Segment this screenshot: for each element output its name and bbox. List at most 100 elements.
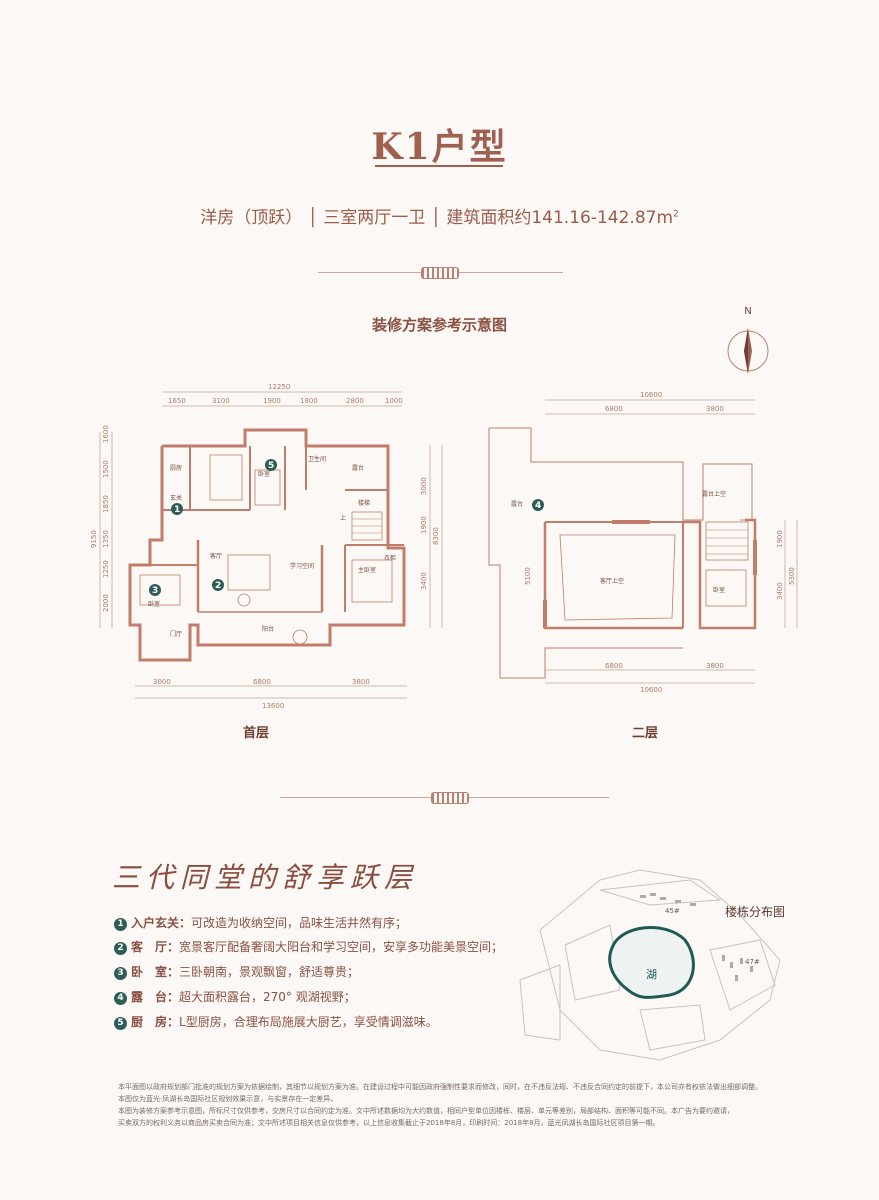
dim-top-2: 3800 <box>706 405 724 413</box>
compass-icon: N <box>724 306 772 376</box>
svg-text:3: 3 <box>152 586 158 596</box>
second-floor-dim-labels: 10600 6800 3800 6800 3800 10600 5100 190… <box>524 391 796 694</box>
plan-marker-5: 5 <box>265 459 277 471</box>
dim-left-total: 9150 <box>90 530 98 548</box>
room-label: 露台 <box>511 500 523 508</box>
svg-text:4: 4 <box>535 501 541 511</box>
dim-right-total: 5300 <box>788 567 796 585</box>
spec-area-unit: 2 <box>673 209 679 220</box>
feature-item: 2 客 厅：宽景客厅配备奢阔大阳台和学习空间，安享多功能美景空间； <box>114 938 503 955</box>
dim-bottom-2: 3800 <box>706 662 724 670</box>
room-label: 露台上空 <box>702 490 726 498</box>
feature-text: 三卧朝南，景观飘窗，舒适尊贵； <box>179 965 360 979</box>
feature-text: 宽景客厅配备奢阔大阳台和学习空间，安享多功能美景空间； <box>179 940 504 954</box>
floor-label-second: 二层 <box>632 726 659 741</box>
dim-top-2: 3100 <box>212 397 230 405</box>
room-label: 卧室 <box>148 600 160 608</box>
unit-spec: 洋房（顶跃） │ 三室两厅一卫 │ 建筑面积约141.16-142.87m2 <box>0 203 879 228</box>
room-label: 学习空间 <box>290 562 314 570</box>
map-building-label: 47# <box>745 958 760 966</box>
dim-right-2: 1900 <box>420 516 428 534</box>
feature-text: L型厨房，合理布局施展大厨艺，享受情调滋味。 <box>179 1015 438 1029</box>
disclaimer: 本平面图以政府规划部门批准的规划方案为依据绘制，其细节以规划方案为准。在建设过程… <box>118 1081 788 1129</box>
dim-bottom-total: 13600 <box>262 702 284 710</box>
dim-left-4: 1350 <box>102 530 110 548</box>
room-label: 卧室 <box>258 470 270 478</box>
dim-top-1: 1650 <box>168 397 186 405</box>
second-floor-plan <box>488 399 798 684</box>
first-floor-dim-labels: 12250 1650 3100 1900 1800 2800 1000 3000… <box>90 383 440 710</box>
dim-left-5: 1250 <box>102 560 110 578</box>
map-building-label: 45# <box>665 907 680 915</box>
compass-north-label: N <box>744 306 752 317</box>
room-label: 客厅 <box>210 552 222 560</box>
feature-number: 2 <box>114 942 127 955</box>
dim-top-4: 1800 <box>300 397 318 405</box>
ornament-divider <box>421 267 459 279</box>
divider-line <box>280 797 432 798</box>
dim-bottom-3: 3800 <box>352 678 370 686</box>
dim-right-total: 8300 <box>432 527 440 545</box>
floor-label-first: 首层 <box>243 726 270 741</box>
ornament-divider <box>431 792 469 804</box>
feature-text: 可改造为收纳空间，品味生活井然有序； <box>191 916 408 930</box>
feature-number: 1 <box>114 918 127 931</box>
room-label: 衣柜 <box>384 554 396 562</box>
dim-top-1: 6800 <box>605 405 623 413</box>
disclaimer-line: 本图为装修方案参考示意图，所标尺寸仅供参考，交房尺寸以合同约定为准。文中所述数据… <box>118 1107 734 1115</box>
room-label: 上 <box>340 514 346 522</box>
dim-left-3: 1850 <box>102 495 110 513</box>
slogan-heading: 三代同堂的舒享跃层 <box>112 861 419 894</box>
plan-caption: 装修方案参考示意图 <box>371 316 507 334</box>
dim-right-3: 3400 <box>420 572 428 590</box>
dim-right-1: 1900 <box>776 530 784 548</box>
room-label: 卫生间 <box>308 455 326 463</box>
feature-number: 5 <box>114 1017 127 1030</box>
feature-text: 超大面积露台，270° 观湖视野； <box>179 990 356 1004</box>
disclaimer-line: 买卖双方的权利义务以商品房买卖合同为准；文中所述项目相关信息仅供参考，以上信息收… <box>118 1119 660 1127</box>
room-label: 楼梯 <box>358 499 370 507</box>
disclaimer-line: 本图仅为蓝光·凤湖长岛国际社区规划效果示意，与实景存在一定差异。 <box>118 1095 338 1103</box>
svg-text:2: 2 <box>215 581 221 591</box>
dim-left-1: 1600 <box>102 425 110 443</box>
room-label: 门厅 <box>170 630 182 638</box>
room-label: 主卧室 <box>358 566 376 574</box>
dim-top-5: 2800 <box>346 397 364 405</box>
title-underline <box>375 165 503 167</box>
dim-left-1: 5100 <box>524 567 532 585</box>
plan-marker-1: 1 <box>171 503 183 515</box>
plan-marker-4: 4 <box>532 499 544 511</box>
page-title: K1户型 <box>371 126 508 168</box>
spec-divider: │ <box>425 208 447 228</box>
dim-bottom-total: 10600 <box>640 686 662 694</box>
dim-bottom-1: 6800 <box>605 662 623 670</box>
spec-type: 洋房（顶跃） <box>200 208 303 228</box>
spec-rooms: 三室两厅一卫 <box>323 208 426 228</box>
feature-key: 客 厅： <box>131 940 180 954</box>
dim-top-6: 1000 <box>385 397 403 405</box>
feature-number: 3 <box>114 967 127 980</box>
dim-right-1: 3000 <box>420 477 428 495</box>
map-title: 楼栋分布图 <box>725 905 786 919</box>
divider-line <box>469 797 609 798</box>
map-lake-label: 湖 <box>646 968 657 981</box>
room-label: 阳台 <box>262 625 274 633</box>
dim-bottom-2: 6800 <box>253 678 271 686</box>
dim-bottom-1: 3000 <box>153 678 171 686</box>
dim-top-total: 10600 <box>640 391 662 399</box>
room-label: 厨房 <box>170 464 182 472</box>
feature-key: 卧 室： <box>131 965 180 979</box>
spec-divider: │ <box>302 208 324 228</box>
spec-area: 建筑面积约141.16-142.87m <box>446 208 674 228</box>
dim-left-6: 2000 <box>102 594 110 612</box>
dim-right-2: 3400 <box>776 582 784 600</box>
first-floor-plan <box>99 391 443 699</box>
dim-top-total: 12250 <box>268 383 290 391</box>
dim-top-3: 1900 <box>263 397 281 405</box>
disclaimer-line: 本平面图以政府规划部门批准的规划方案为依据绘制，其细节以规划方案为准。在建设过程… <box>118 1083 762 1091</box>
feature-key: 入户玄关： <box>131 916 192 930</box>
feature-item: 3 卧 室：三卧朝南，景观飘窗，舒适尊贵； <box>114 963 359 980</box>
plan-marker-3: 3 <box>149 584 161 596</box>
room-label: 卧室 <box>713 586 725 594</box>
